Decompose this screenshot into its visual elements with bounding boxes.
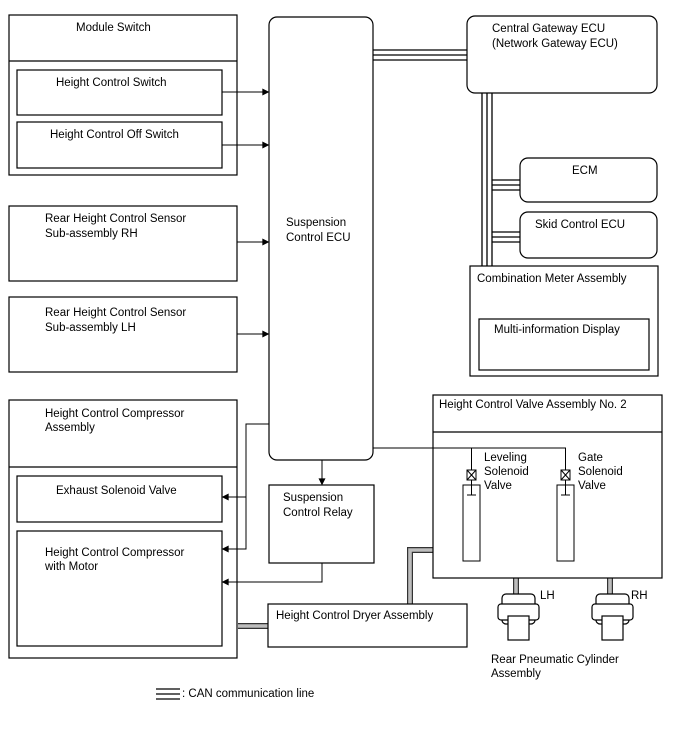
- svg-text:Valve: Valve: [578, 480, 606, 492]
- height-control-off-switch-box: [16, 121, 223, 169]
- svg-text:Gate: Gate: [578, 452, 603, 464]
- height-control-switch-label: Height Control Switch: [56, 77, 167, 89]
- svg-text:Solenoid: Solenoid: [484, 466, 529, 478]
- exhaust-solenoid-valve-label: Exhaust Solenoid Valve: [56, 485, 177, 497]
- svg-text:LH: LH: [540, 590, 555, 602]
- rear-pneumatic-cylinder-lh: LH: [497, 590, 555, 641]
- combination-meter-assembly: Combination Meter Assembly Multi-informa…: [469, 265, 659, 377]
- exhaust-solenoid-valve-box: [16, 475, 223, 523]
- central-gateway-ecu: Central Gateway ECU (Network Gateway ECU…: [466, 15, 658, 94]
- multi-information-display-box: [478, 318, 650, 371]
- svg-text:Height Control Dryer Assembly: Height Control Dryer Assembly: [276, 610, 433, 622]
- ecm: ECM: [519, 157, 658, 203]
- svg-text:Height Control Compressor: Height Control Compressor: [45, 547, 185, 559]
- svg-text:(Network Gateway ECU): (Network Gateway ECU): [492, 38, 618, 50]
- rear-pneumatic-cylinder-caption-1: Rear Pneumatic Cylinder: [491, 654, 619, 666]
- rear-pneumatic-cylinder-caption-2: Assembly: [491, 668, 541, 680]
- svg-text:Control Relay: Control Relay: [283, 507, 353, 519]
- legend-can-label: : CAN communication line: [182, 688, 314, 700]
- svg-text:Leveling: Leveling: [484, 452, 527, 464]
- svg-text:Valve: Valve: [484, 480, 512, 492]
- svg-text:Skid Control ECU: Skid Control ECU: [535, 219, 625, 231]
- height-control-dryer-assembly: Height Control Dryer Assembly: [267, 603, 468, 648]
- can-lines: [373, 49, 520, 266]
- svg-text:ECM: ECM: [572, 165, 598, 177]
- module-switch-title: Module Switch: [76, 22, 151, 34]
- svg-text:Central Gateway ECU: Central Gateway ECU: [492, 23, 605, 35]
- svg-text:Rear Height Control Sensor: Rear Height Control Sensor: [45, 307, 186, 319]
- legend: : CAN communication line: [156, 688, 314, 700]
- svg-text:Sub-assembly RH: Sub-assembly RH: [45, 228, 138, 240]
- leveling-solenoid-valve: Leveling Solenoid Valve: [462, 452, 529, 562]
- svg-text:Sub-assembly LH: Sub-assembly LH: [45, 322, 136, 334]
- multi-information-display-label: Multi-information Display: [494, 324, 620, 336]
- signal-wires: [221, 88, 566, 586]
- height-control-switch-box: [16, 69, 223, 116]
- svg-text:Solenoid: Solenoid: [578, 466, 623, 478]
- svg-text:Suspension: Suspension: [283, 492, 343, 504]
- gate-solenoid-valve: Gate Solenoid Valve: [556, 452, 623, 562]
- svg-text:Assembly: Assembly: [45, 422, 95, 434]
- svg-text:Height Control Compressor: Height Control Compressor: [45, 408, 185, 420]
- svg-text:RH: RH: [631, 590, 648, 602]
- svg-text:Suspension: Suspension: [286, 217, 346, 229]
- rear-pneumatic-cylinder-rh: RH: [591, 590, 648, 641]
- rear-sensor-lh: Rear Height Control Sensor Sub-assembly …: [8, 296, 238, 373]
- height-control-off-switch-label: Height Control Off Switch: [50, 129, 179, 141]
- svg-text:with Motor: with Motor: [44, 561, 98, 573]
- svg-text:Control ECU: Control ECU: [286, 232, 351, 244]
- skid-control-ecu: Skid Control ECU: [519, 211, 658, 259]
- height-control-valve-assembly: Height Control Valve Assembly No. 2 Leve…: [432, 394, 663, 579]
- module-switch-group: Module Switch Height Control Switch Heig…: [8, 14, 238, 176]
- compressor-assembly-group: Height Control Compressor Assembly Exhau…: [8, 399, 238, 659]
- svg-text:Rear Height Control Sensor: Rear Height Control Sensor: [45, 213, 186, 225]
- svg-text:Height Control Valve Assembly: Height Control Valve Assembly No. 2: [439, 399, 627, 411]
- suspension-control-relay: Suspension Control Relay: [268, 484, 375, 564]
- suspension-control-ecu: Suspension Control ECU: [268, 16, 374, 461]
- compressor-motor-box: [16, 530, 223, 647]
- svg-text:Combination Meter Assembly: Combination Meter Assembly: [477, 273, 627, 285]
- rear-sensor-rh: Rear Height Control Sensor Sub-assembly …: [8, 205, 238, 282]
